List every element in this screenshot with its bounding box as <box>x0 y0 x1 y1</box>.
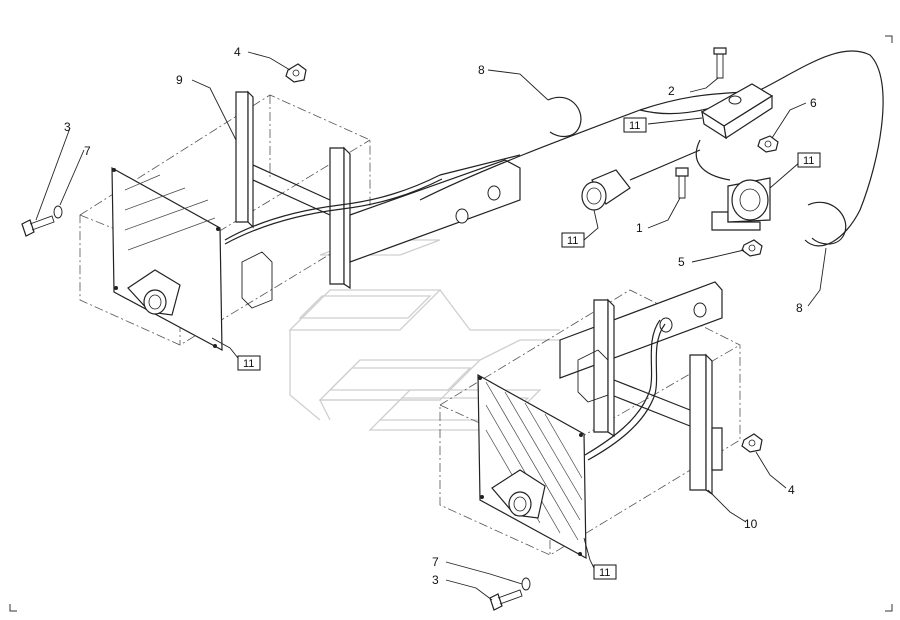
bolt-3-left <box>21 215 55 237</box>
cable-right <box>584 319 661 456</box>
callout-10: 10 <box>744 517 758 531</box>
socket-bracket <box>695 139 771 231</box>
trailer-plug <box>581 149 701 211</box>
svg-text:11: 11 <box>567 235 578 247</box>
ref-box-left-lamp: 11 <box>237 355 261 371</box>
bolt-3-bottom <box>489 589 523 611</box>
main-cable-harness <box>419 50 884 247</box>
leader-lines <box>35 51 827 601</box>
reference-boxes: 11 11 11 11 11 <box>237 117 821 580</box>
cable-clip-8-right <box>807 201 847 245</box>
callout-4-bottom: 4 <box>788 483 795 497</box>
watermark-logo <box>288 239 580 431</box>
svg-text:11: 11 <box>599 567 610 579</box>
washer-7-bottom <box>521 577 531 591</box>
ref-box-junction: 11 <box>623 117 647 133</box>
callout-9: 9 <box>176 73 183 87</box>
callout-3-left: 3 <box>64 120 71 134</box>
callout-8-right: 8 <box>796 301 803 315</box>
lamp-lens-left <box>127 269 181 316</box>
ref-box-plug: 11 <box>561 232 585 248</box>
cable-clip-8-top <box>547 96 582 137</box>
svg-text:11: 11 <box>629 120 640 132</box>
nut-5 <box>741 239 763 257</box>
ref-box-right-lamp: 11 <box>593 564 617 580</box>
svg-text:11: 11 <box>803 155 814 167</box>
nut-4-top <box>285 63 307 83</box>
bolt-1 <box>675 167 689 199</box>
nut-6 <box>757 135 779 153</box>
callout-2: 2 <box>668 84 675 98</box>
left-light-assembly <box>79 90 521 352</box>
callout-8-top: 8 <box>478 63 485 77</box>
callout-4-top: 4 <box>234 45 241 59</box>
callout-3-bottom: 3 <box>432 573 439 587</box>
lamp-lens-right <box>491 469 546 519</box>
callout-6: 6 <box>810 96 817 110</box>
lamp-plate-left <box>111 166 223 352</box>
callout-7-left: 7 <box>84 144 91 158</box>
ref-box-socket: 11 <box>797 152 821 168</box>
nut-4-bottom <box>741 433 763 453</box>
bolt-2 <box>713 47 727 79</box>
callout-labels: 4 9 3 7 8 2 6 1 5 8 4 10 7 3 <box>64 45 817 587</box>
tow-bar-beam <box>349 159 521 263</box>
cable-left <box>224 154 521 241</box>
callout-5: 5 <box>678 255 685 269</box>
junction-box <box>700 83 774 140</box>
right-light-assembly <box>439 281 763 611</box>
callout-7-bottom: 7 <box>432 555 439 569</box>
drawing-frame <box>9 35 893 612</box>
clamp-block-right <box>577 349 609 403</box>
clamp-block-left <box>241 251 273 309</box>
lamp-plate-right <box>477 373 587 560</box>
svg-text:11: 11 <box>243 358 254 370</box>
mounting-bracket-left <box>235 90 351 290</box>
washer-7-left <box>53 205 63 219</box>
callout-1: 1 <box>636 221 643 235</box>
